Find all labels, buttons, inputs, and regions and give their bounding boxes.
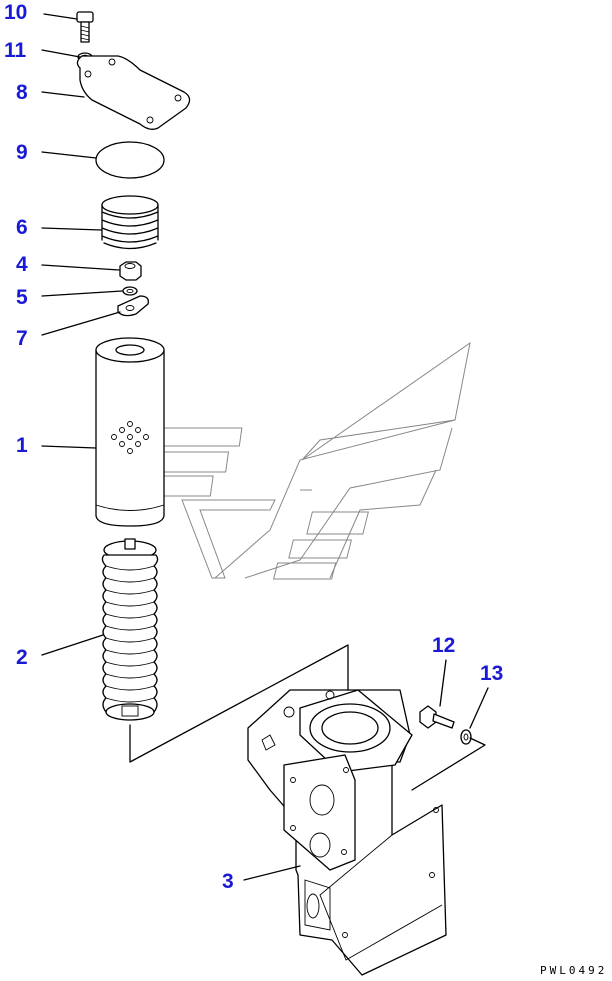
nut-part-4 [119, 261, 142, 281]
callout-1: 1 [16, 434, 28, 457]
cover-plate-part-8 [76, 55, 191, 130]
callout-5: 5 [16, 286, 28, 309]
callout-labels: 10 11 8 9 6 4 5 7 1 2 12 13 3 [4, 1, 503, 893]
filter-case-part-3 [247, 689, 447, 976]
bolt-part-10 [76, 11, 94, 43]
callout-10: 10 [4, 1, 27, 24]
spring-part-6 [101, 195, 159, 250]
o-ring-part-9 [95, 141, 165, 179]
callout-2: 2 [16, 646, 28, 669]
callout-9: 9 [16, 141, 28, 164]
assembly-lines [41, 13, 489, 881]
callout-13: 13 [480, 662, 503, 685]
washer-part-5 [122, 286, 138, 296]
callout-12: 12 [432, 634, 455, 657]
strainer-part-2 [101, 538, 159, 721]
callout-11: 11 [4, 39, 27, 62]
callout-8: 8 [16, 81, 28, 104]
drawing-code: PWL0492 [540, 964, 607, 977]
terminal-part-7 [117, 295, 149, 317]
callout-6: 6 [16, 216, 28, 239]
callout-7: 7 [16, 327, 28, 350]
watermark-logo [119, 341, 471, 580]
filter-element-part-1 [95, 337, 165, 527]
callout-4: 4 [16, 253, 28, 276]
callout-3: 3 [222, 870, 234, 893]
washer-part-13 [460, 729, 472, 745]
bolt-part-12 [419, 705, 455, 729]
